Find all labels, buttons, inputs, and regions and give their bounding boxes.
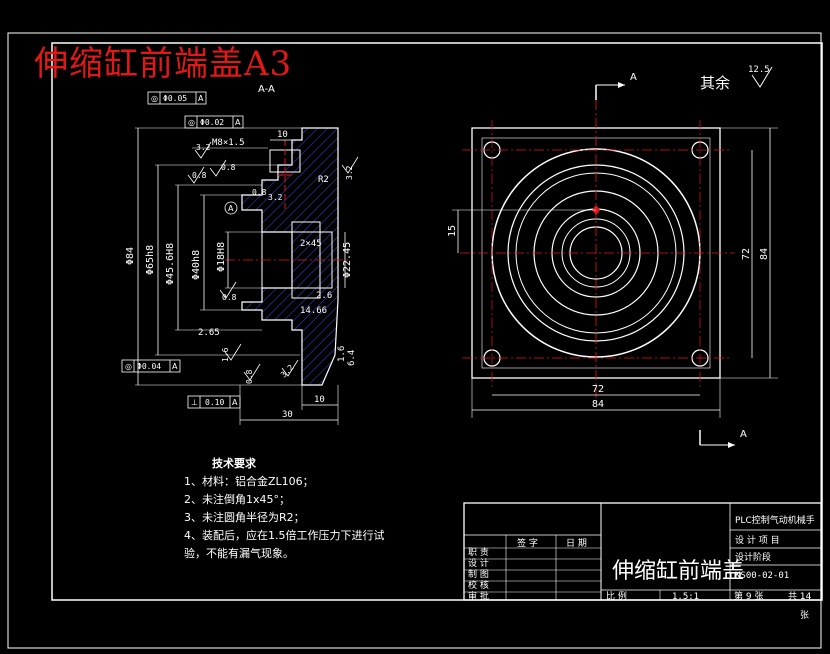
dim-chamfer: 2×45	[300, 239, 322, 249]
dim-plan-h72: 72	[741, 248, 752, 260]
dim-top-width: 10	[277, 130, 288, 140]
tb-left-label-3: 制 图	[468, 568, 489, 580]
tech-item-5: 验，不能有漏气现象。	[184, 547, 294, 560]
dim-d65: Φ65h8	[145, 245, 156, 275]
tol-2-val: Φ0.02	[200, 118, 224, 127]
tol-4-val: 0.10	[205, 398, 224, 407]
tb-left-label-4: 校 核	[468, 579, 489, 591]
roughness-prefix: 其余	[700, 74, 730, 92]
dim-d40: Φ40h8	[191, 250, 202, 280]
tech-heading: 技术要求	[212, 457, 256, 470]
view-arrow-label-top: A	[630, 72, 637, 83]
tb-total: 共 14	[788, 591, 812, 602]
dim-d18: Φ18H8	[216, 242, 227, 272]
dim-right-width: 10	[314, 395, 325, 405]
datum-a-marker	[224, 201, 238, 215]
dim-total-width: 30	[282, 410, 293, 420]
tb-sheet: 第 9 张	[734, 590, 763, 602]
roughness-8: 1.6	[221, 347, 230, 362]
roughness-10: 3.2	[268, 193, 283, 202]
tb-drawing-no: KS00-02-01	[735, 571, 789, 581]
roughness-5: 0.8	[222, 293, 237, 302]
roughness-9: 0.8	[245, 369, 254, 384]
dim-plan-w84: 84	[592, 399, 604, 410]
roughness-1: 3.2	[196, 143, 211, 152]
dim-d84: Φ84	[125, 247, 136, 265]
tb-col-sign: 签 字	[517, 537, 538, 549]
drawing-title: 伸缩缸前端盖A3	[34, 44, 293, 84]
tb-left-label-1: 职 责	[468, 546, 489, 558]
dim-r2: R2	[318, 175, 329, 185]
dim-d22: Φ22.45	[342, 242, 353, 278]
inner-border	[51, 42, 823, 601]
roughness-7: 3.2	[279, 363, 296, 380]
tol-3-ref: A	[172, 362, 178, 371]
tech-requirements: 技术要求 1、材料：铝合金ZL106； 2、未注倒角1x45°； 3、未注圆角半…	[184, 455, 385, 563]
tech-item-4: 4、装配后，应在1.5倍工作压力下进行试	[184, 529, 385, 542]
tol-1-val: Φ0.05	[163, 94, 187, 103]
roughness-3: 0.8	[192, 171, 207, 180]
plan-view	[452, 82, 778, 448]
tol-4-ref: A	[232, 398, 238, 407]
section-view	[135, 127, 359, 425]
dim-plan-w72: 72	[592, 384, 604, 395]
tol-2-sym: ◎	[188, 118, 195, 127]
outer-border	[7, 32, 822, 649]
section-hatch	[241, 127, 339, 386]
dim-6-4: 6.4	[347, 350, 357, 366]
tol-1-ref: A	[198, 94, 204, 103]
dim-d45: Φ45.6H8	[165, 243, 176, 285]
tb-scale-label: 比 例	[606, 590, 627, 602]
tolerance-frames	[121, 91, 244, 409]
roughness-general-value: 12.5	[748, 65, 770, 75]
tb-left-label-2: 设 计	[468, 557, 489, 569]
roughness-general-symbol	[751, 66, 773, 88]
tb-left-label-5: 审 批	[468, 590, 489, 602]
tb-part-name: 伸缩缸前端盖	[612, 559, 744, 584]
dim-thread: M8×1.5	[212, 138, 245, 148]
tol-4-sym: ⊥	[191, 398, 198, 407]
tb-unit: 张	[800, 610, 809, 621]
dim-plan-offset: 15	[447, 225, 458, 237]
datum-label: A	[228, 204, 234, 213]
tol-3-val: Φ0.04	[137, 362, 161, 371]
roughness-6: 3.2	[345, 165, 354, 180]
tol-2-ref: A	[235, 118, 241, 127]
tech-item-3: 3、未注圆角半径为R2；	[184, 511, 305, 524]
tb-row-design-stage: 设计阶段	[735, 551, 771, 563]
section-label: A-A	[258, 84, 275, 95]
tol-3-sym: ◎	[125, 362, 132, 371]
tb-project-name: PLC控制气动机械手	[735, 514, 815, 526]
dim-w26: 2.6	[316, 291, 332, 301]
dim-w1466: 14.66	[300, 306, 327, 316]
tol-1-sym: ◎	[151, 94, 158, 103]
roughness-2: 0.8	[221, 163, 236, 172]
tb-scale-value: 1.5:1	[672, 592, 699, 602]
dim-w265: 2.65	[198, 328, 220, 338]
tech-item-2: 2、未注倒角1x45°；	[184, 493, 291, 506]
tech-item-1: 1、材料：铝合金ZL106；	[184, 475, 314, 488]
tb-col-date: 日 期	[566, 538, 587, 549]
dim-1-6: 1.6	[337, 346, 347, 362]
title-block	[463, 502, 822, 601]
dim-plan-h84: 84	[759, 248, 770, 260]
roughness-4: 0.8	[252, 188, 267, 197]
view-arrow-label-bottom: A	[740, 429, 747, 440]
tb-row-design-project: 设 计 项 目	[735, 534, 780, 546]
